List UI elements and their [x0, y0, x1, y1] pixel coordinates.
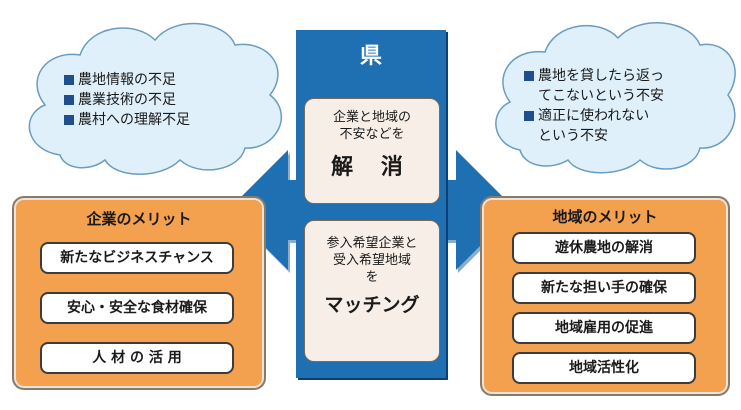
prefecture-label: 県: [359, 44, 382, 69]
left-cloud-list: 農地情報の不足 農業技術の不足 農村への理解不足: [64, 70, 190, 130]
company-merits-panel: 企業のメリット 新たなビジネスチャンス 安心・安全な食材確保 人 材 の 活 用: [12, 196, 266, 390]
bullet-square-icon: [64, 115, 74, 125]
region-merit-item: 地域活性化: [512, 352, 696, 384]
left-cloud-shape: [28, 22, 282, 175]
resolve-card: 企業と地域の 不安などを 解 消: [304, 98, 440, 204]
left-cloud-item: 農村への理解不足: [64, 110, 190, 130]
right-cloud-shape: [495, 22, 736, 174]
bullet-square-icon: [524, 71, 534, 81]
bullet-square-icon: [524, 111, 534, 121]
bullet-square-icon: [64, 75, 74, 85]
bullet-square-icon: [64, 95, 74, 105]
right-cloud-list: 農地を貸したら返ってこないという不安 適正に使われないという不安: [524, 66, 664, 146]
company-merit-item: 安心・安全な食材確保: [40, 292, 234, 324]
prefecture-column: 県 企業と地域の 不安などを 解 消 参入希望企業と 受入希望地域 を マッチン…: [296, 30, 446, 378]
region-merit-item: 新たな担い手の確保: [512, 272, 696, 304]
company-merit-item: 新たなビジネスチャンス: [40, 242, 234, 274]
region-merit-item: 地域雇用の促進: [512, 312, 696, 344]
region-merits-title: 地域のメリット: [552, 208, 658, 226]
resolve-heading: 解 消: [331, 155, 413, 180]
matching-card: 参入希望企業と 受入希望地域 を マッチング: [304, 220, 440, 362]
right-cloud-item: 適正に使われないという不安: [524, 106, 664, 146]
region-merit-item: 遊休農地の解消: [512, 232, 696, 264]
left-cloud-item: 農地情報の不足: [64, 70, 190, 90]
region-merits-panel: 地域のメリット 遊休農地の解消 新たな担い手の確保 地域雇用の促進 地域活性化: [480, 196, 730, 396]
right-cloud-item: 農地を貸したら返ってこないという不安: [524, 66, 664, 106]
company-merit-item: 人 材 の 活 用: [40, 342, 234, 374]
left-cloud-item: 農業技術の不足: [64, 90, 190, 110]
company-merits-title: 企業のメリット: [86, 210, 192, 228]
matching-heading: マッチング: [324, 294, 420, 316]
